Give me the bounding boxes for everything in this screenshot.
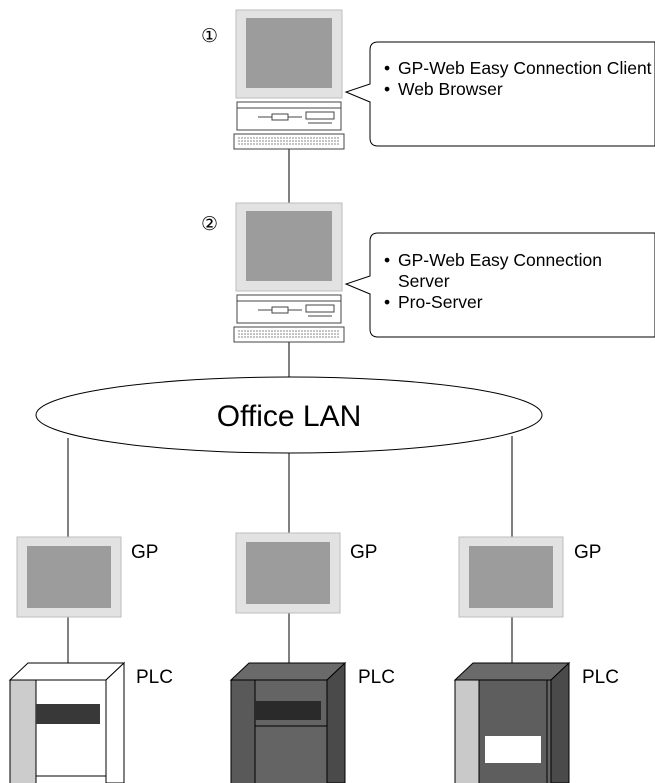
gp-terminal-1: GP <box>16 536 158 618</box>
pc-server: ② <box>201 202 345 343</box>
office-lan: Office LAN <box>35 376 543 454</box>
plc-label-2: PLC <box>358 667 395 688</box>
plc-unit-3: PLC <box>453 661 619 783</box>
callout-server-item: GP-Web Easy Connection Server <box>382 250 652 292</box>
callout-client-item: Web Browser <box>382 79 652 100</box>
plc-unit-2: PLC <box>229 661 395 783</box>
gp-terminal-3: GP <box>458 536 601 618</box>
callout-server-list: GP-Web Easy Connection Server Pro-Server <box>382 250 652 313</box>
plc-unit-1: PLC <box>8 661 173 783</box>
gp-label-2: GP <box>350 542 377 563</box>
pc-client-marker: ① <box>201 26 218 47</box>
pc-client: ① <box>201 9 345 150</box>
gp-terminal-2: GP <box>235 532 377 614</box>
office-lan-label: Office LAN <box>217 400 362 433</box>
plc-label-3: PLC <box>582 667 619 688</box>
callout-server-item: Pro-Server <box>382 292 652 313</box>
callout-client-item: GP-Web Easy Connection Client <box>382 58 652 79</box>
gp-label-1: GP <box>131 542 158 563</box>
plc-label-1: PLC <box>136 667 173 688</box>
callout-client-list: GP-Web Easy Connection Client Web Browse… <box>382 58 652 100</box>
gp-label-3: GP <box>574 542 601 563</box>
pc-server-marker: ② <box>201 214 218 235</box>
